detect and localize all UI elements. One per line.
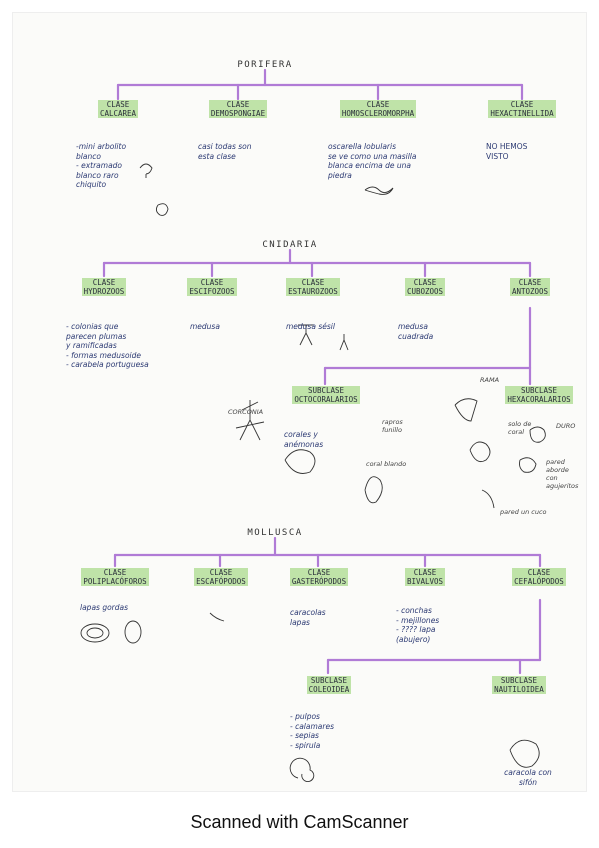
escifozoos-notes: medusa <box>190 322 220 331</box>
demospongiae-notes: casi todas son esta clase <box>198 142 252 161</box>
subclass-label-highlight: SUBCLASE COLEOIDEA <box>306 676 352 694</box>
class-demospongiae-label: CLASE DEMOSPONGIAE <box>195 100 281 118</box>
nautiloidea-notes: caracola con sifón <box>504 768 552 787</box>
gasteropodos-notes: caracolas lapas <box>290 608 326 627</box>
class-homoscleromorpha-label: CLASE HOMOSCLEROMORPHA <box>325 100 431 118</box>
class-label-highlight: CLASE POLIPLACÓFOROS <box>81 568 149 586</box>
sketch-label-duro: DURO <box>556 422 576 430</box>
bivalvos-notes: - conchas - mejillones - ???? lapa (abuj… <box>396 606 440 644</box>
class-estaurozoos-label: CLASE ESTAUROZOOS <box>273 278 353 296</box>
class-label-highlight: CLASE GASTERÓPODOS <box>289 568 349 586</box>
subclass-label-highlight: SUBCLASE NAUTILOIDEA <box>492 676 546 694</box>
hydrozoos-notes: - colonias que parecen plumas y ramifica… <box>66 322 149 369</box>
sketch-label-pared-cuco: pared un cuco <box>500 508 547 516</box>
class-label-highlight: CLASE CALCAREA <box>97 100 139 118</box>
sketch-label-solo-coral: solo de coral <box>508 420 532 436</box>
homoscleromorpha-notes: oscarella lobularis se ve como una masil… <box>328 142 417 180</box>
sketch-label-coral-blando: coral blando <box>366 460 407 468</box>
class-cefalopodos-label: CLASE CEFALÓPODOS <box>498 568 580 586</box>
sketch-label-rama: RAMA <box>480 376 500 384</box>
subclass-nautiloidea-label: SUBCLASE NAUTILOIDEA <box>474 676 564 694</box>
cubozoos-notes: medusa cuadrada <box>398 322 434 341</box>
class-label-highlight: CLASE CUBOZOOS <box>404 278 446 296</box>
class-cubozoos-label: CLASE CUBOZOOS <box>390 278 460 296</box>
estaurozoos-notes: medusa sésil <box>286 322 335 331</box>
class-calcarea-label: CLASE CALCAREA <box>80 100 156 118</box>
subclass-label-highlight: SUBCLASE OCTOCORALARIOS <box>292 386 360 404</box>
hexactinellida-notes: NO HEMOS VISTO <box>486 142 528 161</box>
coleoidea-notes: - pulpos - calamares - sepias - spirula <box>290 712 334 750</box>
class-bivalvos-label: CLASE BIVALVOS <box>392 568 458 586</box>
class-label-highlight: CLASE DEMOSPONGIAE <box>208 100 268 118</box>
phylum-mollusca-title: MOLLUSCA <box>247 528 303 538</box>
subclass-octocoralarios-label: SUBCLASE OCTOCORALARIOS <box>278 386 374 404</box>
class-label-highlight: CLASE ESCIFOZOOS <box>187 278 237 296</box>
class-label-highlight: CLASE CEFALÓPODOS <box>512 568 566 586</box>
phylum-cnidaria-title: CNIDARIA <box>262 240 318 250</box>
class-label-highlight: CLASE ESTAUROZOOS <box>286 278 340 296</box>
class-escifozoos-label: CLASE ESCIFOZOOS <box>176 278 248 296</box>
calcarea-notes: -mini arbolito blanco - extramado blanco… <box>76 142 127 189</box>
subclass-label-highlight: SUBCLASE HEXACORALARIOS <box>505 386 573 404</box>
class-hydrozoos-label: CLASE HYDROZOOS <box>68 278 140 296</box>
class-label-highlight: CLASE ANTOZOOS <box>509 278 551 296</box>
class-escafopodos-label: CLASE ESCAFÓPODOS <box>184 568 258 586</box>
class-label-highlight: CLASE HEXACTINELLIDA <box>488 100 556 118</box>
poliplacoforos-notes: lapas gordas <box>80 603 129 612</box>
octocoralarios-notes: corales y anémonas <box>284 430 324 449</box>
class-label-highlight: CLASE HOMOSCLEROMORPHA <box>339 100 417 118</box>
class-label-highlight: CLASE HYDROZOOS <box>81 278 127 296</box>
class-label-highlight: CLASE BIVALVOS <box>404 568 446 586</box>
sketch-label-corconia: CORCONIA <box>228 408 264 416</box>
class-hexactinellida-label: CLASE HEXACTINELLIDA <box>478 100 566 118</box>
scanner-watermark: Scanned with CamScanner <box>190 812 409 832</box>
class-gasteropodos-label: CLASE GASTERÓPODOS <box>280 568 358 586</box>
phylum-porifera-title: PORIFERA <box>237 60 293 70</box>
sketch-label-rapros: rapros funillo <box>382 418 403 434</box>
class-poliplacoforos-label: CLASE POLIPLACÓFOROS <box>70 568 160 586</box>
class-label-highlight: CLASE ESCAFÓPODOS <box>194 568 248 586</box>
sketch-label-pared-borde: pared aborde con agujeritos <box>546 458 579 490</box>
subclass-hexacoralarios-label: SUBCLASE HEXACORALARIOS <box>494 386 584 404</box>
subclass-coleoidea-label: SUBCLASE COLEOIDEA <box>292 676 366 694</box>
class-antozoos-label: CLASE ANTOZOOS <box>494 278 566 296</box>
